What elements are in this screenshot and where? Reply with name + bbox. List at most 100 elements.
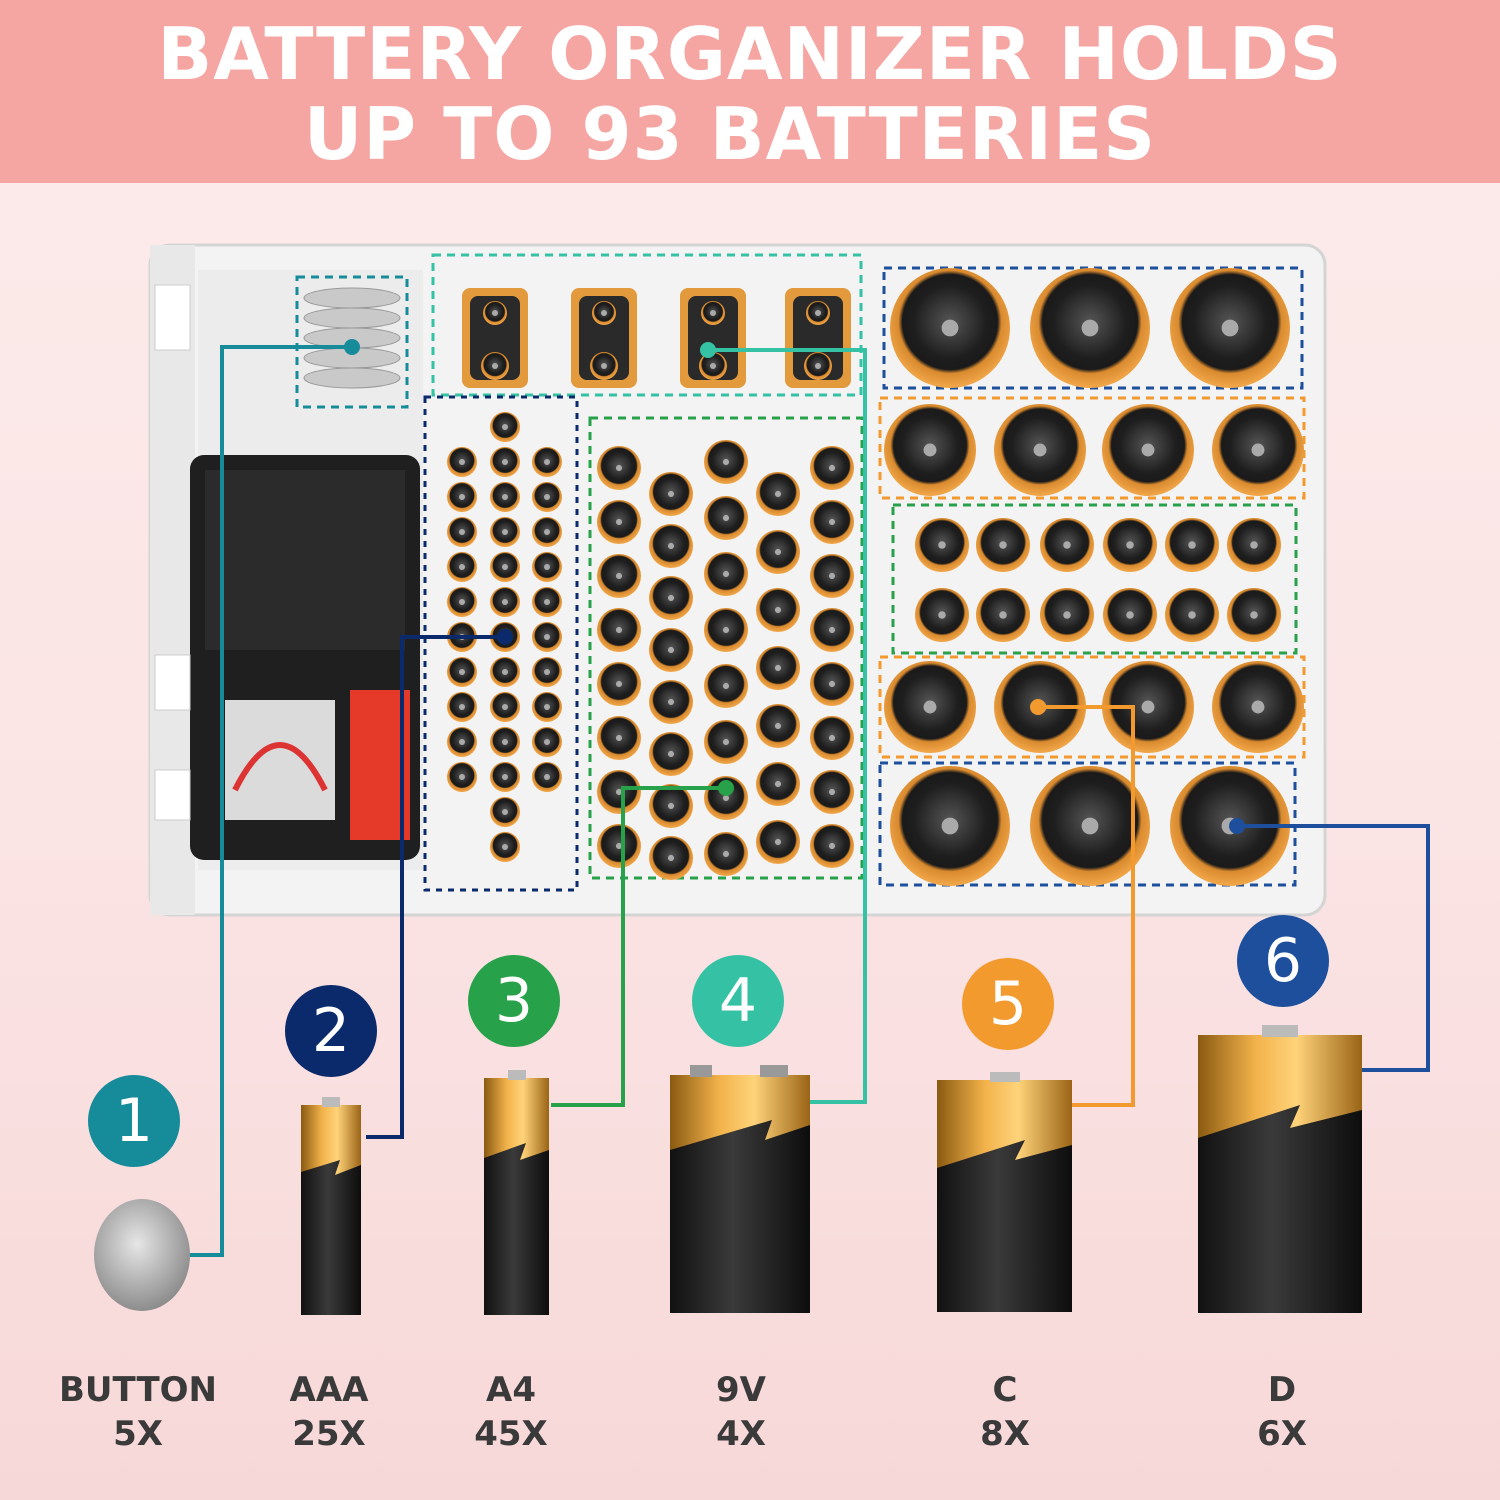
- stored-nine-volt-top: [793, 296, 843, 380]
- stored-aaa-cell-terminal: [502, 424, 508, 430]
- headline-banner: BATTERY ORGANIZER HOLDS UP TO 93 BATTERI…: [0, 0, 1500, 183]
- stored-aa-cell-terminal: [828, 842, 836, 850]
- stored-aaa-cell-terminal: [544, 774, 550, 780]
- stored-aa-cell-terminal: [615, 626, 623, 634]
- stored-aaa-cell-terminal: [544, 529, 550, 535]
- stored-aa-cell-terminal: [667, 854, 675, 862]
- stored-button-cell: [303, 287, 401, 309]
- stored-button-cell: [303, 307, 401, 329]
- stored-aa-cell-terminal: [774, 780, 782, 788]
- stored-c-cell-terminal: [1141, 443, 1155, 457]
- badge-d: 6: [1237, 915, 1329, 1007]
- stored-d-cell-terminal: [941, 817, 959, 835]
- badge-button: 1: [88, 1075, 180, 1167]
- stored-aa-cell-terminal: [828, 788, 836, 796]
- d-battery-icon: [1198, 1025, 1362, 1313]
- stored-aa-cell-terminal: [999, 611, 1007, 619]
- stored-aa-cell-terminal: [667, 490, 675, 498]
- stored-aaa-cell-terminal: [502, 529, 508, 535]
- stored-aaa-cell-terminal: [544, 564, 550, 570]
- stored-aa-cell-terminal: [774, 606, 782, 614]
- stored-aaa-cell-terminal: [502, 599, 508, 605]
- stored-aa-cell-terminal: [1188, 541, 1196, 549]
- c-zone-bottom: [878, 655, 1306, 759]
- stored-aa-cell-terminal: [667, 646, 675, 654]
- stored-aaa-cell-terminal: [502, 459, 508, 465]
- stored-nine-volt-top: [470, 296, 520, 380]
- label-aaa-count: 25X: [292, 1414, 366, 1454]
- stored-aa-cell-terminal: [722, 850, 730, 858]
- badge-aaa: 2: [285, 985, 377, 1077]
- stored-aa-cell-terminal: [1250, 541, 1258, 549]
- stored-aaa-cell-terminal: [459, 669, 465, 675]
- stored-aa-cell-terminal: [828, 680, 836, 688]
- stored-aa-cell-terminal: [774, 838, 782, 846]
- d-zone-top: [882, 266, 1304, 390]
- stored-aa-cell-terminal: [1188, 611, 1196, 619]
- leader-line-aa: [551, 786, 726, 1107]
- stored-aaa-cell-terminal: [502, 809, 508, 815]
- nine-volt-battery-icon: [670, 1065, 810, 1313]
- battery-tester: [190, 455, 420, 860]
- label-nine-volt: 9V 4X: [641, 1368, 841, 1456]
- stored-nine-volt-top: [579, 296, 629, 380]
- stored-aaa-cell-terminal: [502, 774, 508, 780]
- stored-aa-cell-terminal: [615, 788, 623, 796]
- stored-aaa-cell-terminal: [502, 564, 508, 570]
- stored-aa-cell-terminal: [774, 722, 782, 730]
- stored-aaa-cell-terminal: [502, 494, 508, 500]
- stored-aa-cell-terminal: [774, 548, 782, 556]
- stored-c-cell-terminal: [923, 443, 937, 457]
- label-aa: A4 45X: [411, 1368, 611, 1456]
- stored-aaa-cell-terminal: [502, 704, 508, 710]
- stored-aa-cell-terminal: [722, 794, 730, 802]
- stored-aaa-cell-terminal: [502, 739, 508, 745]
- stored-aaa-cell-terminal: [459, 599, 465, 605]
- stored-aa-cell-terminal: [774, 664, 782, 672]
- stored-aaa-cell-terminal: [544, 739, 550, 745]
- label-button-name: BUTTON: [58, 1370, 218, 1410]
- stored-aa-cell-terminal: [722, 458, 730, 466]
- stored-aa-cell-terminal: [774, 490, 782, 498]
- stored-aa-cell-terminal: [1250, 611, 1258, 619]
- stored-nine-volt-terminal-terminal: [492, 310, 498, 316]
- stored-aaa-cell-terminal: [544, 704, 550, 710]
- stored-nine-volt-terminal-terminal: [815, 363, 821, 369]
- aaa-battery-icon: [301, 1097, 361, 1315]
- stored-aa-cell-terminal: [722, 682, 730, 690]
- c-zone-top: [878, 396, 1306, 500]
- stored-aaa-cell-terminal: [459, 704, 465, 710]
- badge-nine-volt: 4: [692, 955, 784, 1047]
- label-nine-volt-count: 4X: [716, 1414, 766, 1454]
- stored-aa-cell-terminal: [722, 570, 730, 578]
- label-button: BUTTON 5X: [38, 1368, 238, 1456]
- label-c-name: C: [992, 1370, 1018, 1410]
- stored-nine-volt-terminal-terminal: [710, 363, 716, 369]
- stored-aa-cell-terminal: [722, 514, 730, 522]
- stored-d-cell-terminal: [941, 319, 959, 337]
- c-battery-icon: [937, 1072, 1072, 1312]
- stored-aa-cell-terminal: [1126, 541, 1134, 549]
- leader-line-button: [190, 345, 352, 1257]
- stored-c-cell-terminal: [1251, 443, 1265, 457]
- aa-battery-icon: [484, 1070, 549, 1315]
- stored-aaa-cell-terminal: [544, 669, 550, 675]
- headline-line-2: UP TO 93 BATTERIES: [303, 92, 1157, 176]
- aa-zone-right: [891, 503, 1298, 655]
- stored-c-cell-terminal: [1033, 443, 1047, 457]
- stored-d-cell-terminal: [1081, 319, 1099, 337]
- aa-zone: [588, 416, 864, 880]
- nine-volt-zone: [431, 253, 863, 397]
- stored-aa-cell-terminal: [615, 842, 623, 850]
- aaa-zone: [423, 395, 579, 892]
- stored-d-cell-terminal: [1221, 319, 1239, 337]
- badge-c: 5: [962, 958, 1054, 1050]
- stored-aaa-cell-terminal: [459, 529, 465, 535]
- stored-aa-cell-terminal: [938, 611, 946, 619]
- stored-aa-cell-terminal: [615, 518, 623, 526]
- stored-aa-cell-terminal: [722, 738, 730, 746]
- label-nine-volt-name: 9V: [716, 1370, 766, 1410]
- stored-aa-cell-terminal: [667, 594, 675, 602]
- stored-aaa-cell-terminal: [544, 634, 550, 640]
